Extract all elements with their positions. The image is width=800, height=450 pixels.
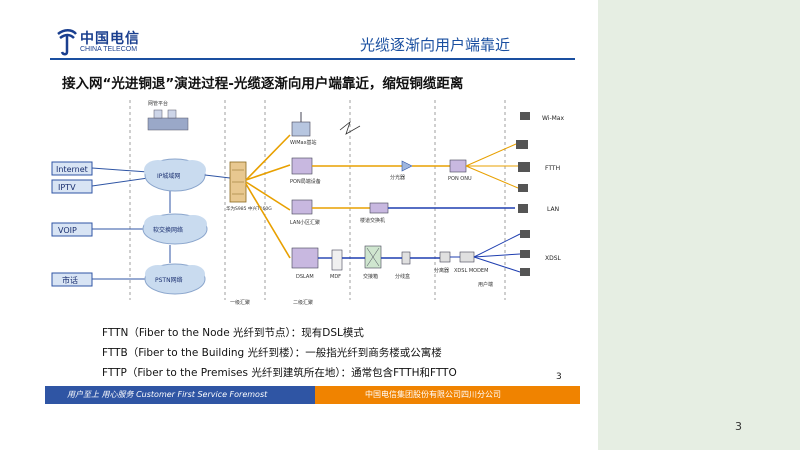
page-number: 3 xyxy=(735,420,742,433)
distribution-box-label: 分线盒 xyxy=(395,273,410,280)
notes-list: FTTN（Fiber to the Node 光纤到节点）：现有DSL模式 FT… xyxy=(102,323,457,383)
cloud-pstn: PSTN网络 xyxy=(144,263,206,295)
floor-switch: 楼道交换机 xyxy=(360,202,389,224)
dslam-label: DSLAM xyxy=(296,274,314,280)
side-panel xyxy=(598,0,800,450)
cloud-pstn-label: PSTN网络 xyxy=(155,276,183,284)
footer-company: 中国电信集团股份有限公司四川分公司 xyxy=(365,390,501,399)
cloud-ip-metro-label: IP城域网 xyxy=(157,172,180,180)
cross-connect-label: 交接箱 xyxy=(363,273,378,280)
right-label-ftth: FTTH xyxy=(545,165,560,172)
management-platform-label: 网管平台 xyxy=(148,100,168,107)
pon-olt: PON局端设备 xyxy=(290,157,321,185)
pon-onu: PON ONU xyxy=(448,159,472,182)
dsl-splitter-label: 分离器 xyxy=(434,267,449,274)
floor-switch-label: 楼道交换机 xyxy=(360,217,385,224)
service-links xyxy=(91,167,171,280)
fiber-links xyxy=(245,134,291,259)
slide-subtitle: 接入网“光进铜退”演进过程-光缆逐渐向用户端靠近，缩短铜缆距离 xyxy=(62,76,464,92)
cloud-softswitch-label: 软交换网络 xyxy=(153,226,183,234)
china-telecom-logo-icon xyxy=(57,29,77,56)
splitter-modem: 分离器 XDSL MODEM xyxy=(434,251,488,274)
footer-slogan: 用户至上 用心服务 Customer First Service Foremos… xyxy=(67,390,268,399)
right-label-lan: LAN xyxy=(547,206,559,213)
logo-english-text: CHINA TELECOM xyxy=(80,46,138,53)
lan-aggregation: LAN小区汇聚 xyxy=(290,199,320,226)
distribution-box: 分线盒 xyxy=(395,251,411,280)
optical-splitter-label: 分光器 xyxy=(390,174,405,181)
bottom-label-user: 用户端 xyxy=(478,281,493,288)
xdsl-modem-label: XDSL MODEM xyxy=(454,268,488,274)
service-voip: VOIP xyxy=(51,222,93,237)
wimax-station: WiMax基站 xyxy=(290,112,361,146)
right-label-wimax: Wi-Max xyxy=(542,115,564,122)
bottom-label-level1: 一级汇聚 xyxy=(230,299,250,306)
note-fttn: FTTN（Fiber to the Node 光纤到节点）：现有DSL模式 xyxy=(102,327,364,339)
service-internet-label: Internet xyxy=(56,165,88,174)
aggregation-switch: 华为S985 中兴T160G xyxy=(204,161,272,212)
management-platform: 网管平台 xyxy=(147,100,189,131)
service-local-call: 市话 xyxy=(51,272,93,287)
title-divider xyxy=(50,58,575,60)
service-internet: Internet xyxy=(51,161,93,176)
note-fttb: FTTB（Fiber to the Building 光纤到楼）：一般指光纤到商… xyxy=(102,347,442,359)
slide-title: 光缆逐渐向用户端靠近 xyxy=(360,36,511,54)
user-devices xyxy=(516,112,530,276)
dslam: DSLAM xyxy=(291,247,319,280)
cross-connect-box: 交接箱 xyxy=(363,245,382,280)
lan-aggregation-label: LAN小区汇聚 xyxy=(290,219,320,226)
footer-bar: 用户至上 用心服务 Customer First Service Foremos… xyxy=(45,386,580,404)
onu-user-links xyxy=(465,143,519,189)
slide-page-number: 3 xyxy=(556,372,562,382)
note-fttp: FTTP（Fiber to the Premises 光纤到建筑所在地）：通常包… xyxy=(102,367,457,379)
optical-splitter: 分光器 xyxy=(390,160,413,181)
service-local-call-label: 市话 xyxy=(62,275,78,285)
mdf: MDF xyxy=(330,249,343,280)
service-voip-label: VOIP xyxy=(58,226,77,235)
footer-right-band xyxy=(315,386,580,404)
modem-user-links xyxy=(473,233,521,273)
pon-onu-label: PON ONU xyxy=(448,176,472,182)
footer-left-band xyxy=(45,386,315,404)
bottom-label-level2: 二级汇聚 xyxy=(293,299,313,306)
access-network-diagram: 网管平台 Internet IPTV VOIP 市话 xyxy=(51,100,564,306)
slide: 中国电信 CHINA TELECOM 光缆逐渐向用户端靠近 接入网“光进铜退”演… xyxy=(40,18,585,418)
cloud-ip-metro: IP城域网 xyxy=(144,158,206,192)
aggregation-switch-label: 华为S985 中兴T160G xyxy=(226,205,272,212)
right-label-xdsl: XDSL xyxy=(545,255,562,262)
logo-chinese-text: 中国电信 xyxy=(80,31,140,47)
mdf-label: MDF xyxy=(330,274,341,280)
pon-olt-label: PON局端设备 xyxy=(290,178,321,185)
service-iptv-label: IPTV xyxy=(58,183,76,192)
service-iptv: IPTV xyxy=(51,179,93,194)
cloud-softswitch: 软交换网络 xyxy=(142,213,208,245)
wimax-station-label: WiMax基站 xyxy=(290,139,317,146)
